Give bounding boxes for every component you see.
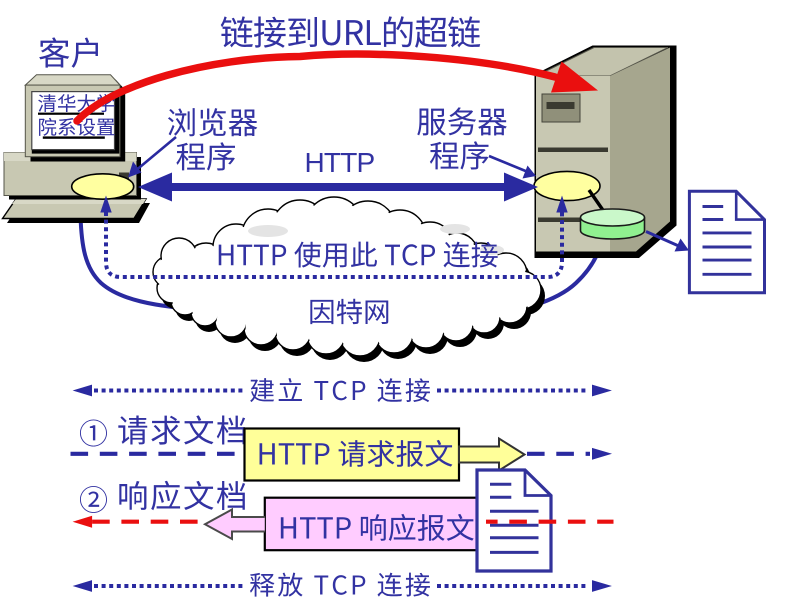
svg-text:HTTP: HTTP	[305, 147, 375, 178]
